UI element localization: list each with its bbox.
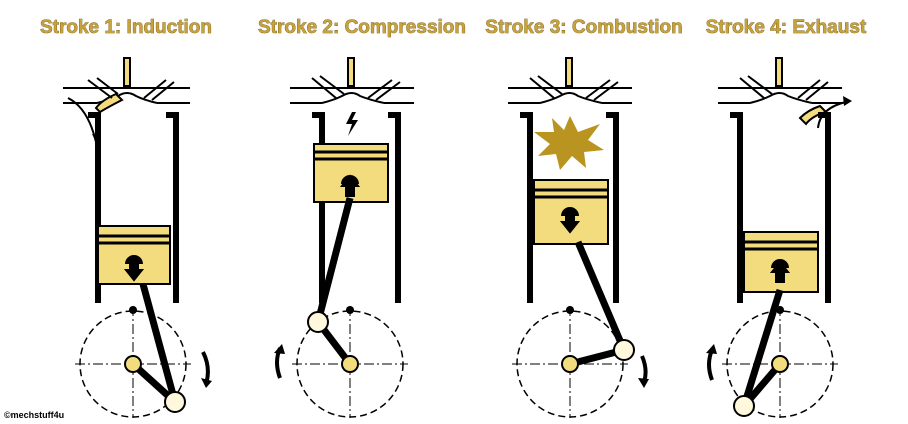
cylinder-wall-left — [520, 112, 533, 303]
intake-valve — [311, 75, 345, 99]
piston-arrow-up — [769, 259, 791, 283]
spark-icon — [346, 112, 358, 136]
stroke-1-title: Stroke 1: Induction — [40, 17, 212, 38]
cylinder-head — [718, 87, 842, 104]
rotation-arrow-counterclockwise — [707, 349, 714, 381]
cylinder-wall-left — [312, 112, 325, 303]
tdc-dot — [129, 306, 137, 314]
piston-arrow-up — [339, 174, 361, 197]
intake-valve — [529, 75, 563, 99]
tdc-dot — [566, 306, 574, 314]
stroke-2-title: Stroke 2: Compression — [258, 17, 466, 38]
piston-arrow-down — [123, 255, 145, 282]
spark-plug — [565, 57, 573, 87]
cylinder-head — [508, 87, 632, 104]
exhaust-flow-arrow — [817, 101, 847, 129]
connecting-rod — [574, 240, 628, 352]
stroke-4-engine — [706, 57, 852, 418]
explosion-icon — [534, 116, 604, 170]
cylinder-wall-left — [730, 112, 743, 303]
piston-arrow-down — [559, 207, 581, 234]
stroke-3-title: Stroke 3: Combustion — [485, 17, 682, 38]
intake-valve — [739, 75, 773, 99]
exhaust-valve — [367, 79, 401, 101]
connecting-rod — [139, 283, 179, 403]
stroke-2-engine — [274, 57, 414, 418]
exhaust-valve — [143, 79, 175, 101]
cylinder-wall-right — [818, 112, 831, 303]
cylinder-head — [63, 87, 190, 104]
crank-pin — [613, 339, 635, 361]
stroke-1-engine — [63, 57, 212, 418]
tdc-dot — [346, 306, 354, 314]
spark-plug — [347, 57, 355, 87]
cylinder-wall-right — [606, 112, 619, 303]
intake-flow-arrow — [67, 97, 97, 143]
stroke-3-engine — [508, 57, 649, 418]
crank-pin — [733, 395, 755, 417]
spark-plug — [775, 57, 783, 87]
cylinder-head — [290, 87, 414, 104]
cylinder-wall-right — [166, 112, 179, 303]
connecting-rod — [740, 288, 784, 408]
connecting-rod — [314, 197, 354, 323]
cylinder-wall-right — [388, 112, 401, 303]
cylinder-wall-left — [88, 112, 101, 303]
rotation-arrow-clockwise — [640, 355, 648, 383]
credit-text: ©mechstuff4u — [4, 410, 64, 420]
exhaust-valve — [585, 79, 619, 101]
intake-valve — [87, 77, 124, 114]
crank-pin — [164, 391, 186, 413]
stroke-4-title: Stroke 4: Exhaust — [706, 17, 867, 38]
crank-pin — [307, 311, 329, 333]
spark-plug — [123, 57, 131, 87]
